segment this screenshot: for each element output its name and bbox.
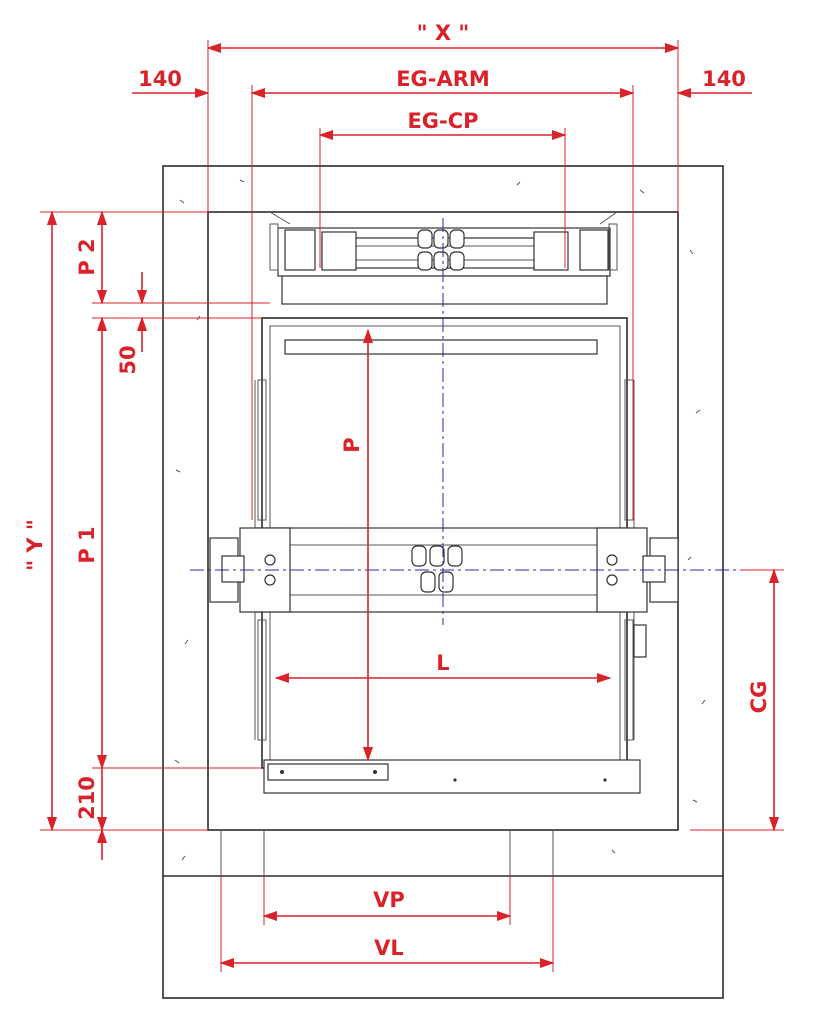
label-l: L [436,651,449,675]
shaft-walls [162,165,724,999]
label-50: 50 [116,345,140,374]
label-p2: P 2 [75,238,99,275]
counterweight-assembly [269,211,618,305]
label-eg-arm: EG-ARM [396,67,490,91]
dimension-labels: " X " 140 EG-ARM 140 EG-CP " Y " P 2 50 … [23,21,771,960]
label-cg: CG [747,681,771,714]
top-rope-sheaves [417,229,465,271]
label-140-left: 140 [138,67,182,91]
outer-wall [162,165,724,999]
label-vl: VL [374,936,404,960]
label-p1: P 1 [75,526,99,563]
label-y: " Y " [23,519,47,571]
inner-shaft-outline [207,211,679,831]
centerlines [190,218,740,625]
label-eg-cp: EG-CP [407,109,478,133]
label-140-right: 140 [702,67,746,91]
label-vp: VP [373,888,405,912]
label-210: 210 [75,776,99,820]
dimension-lines [40,40,784,972]
elevator-car [254,317,647,794]
label-p: P [340,437,364,452]
label-x: " X " [417,21,470,45]
